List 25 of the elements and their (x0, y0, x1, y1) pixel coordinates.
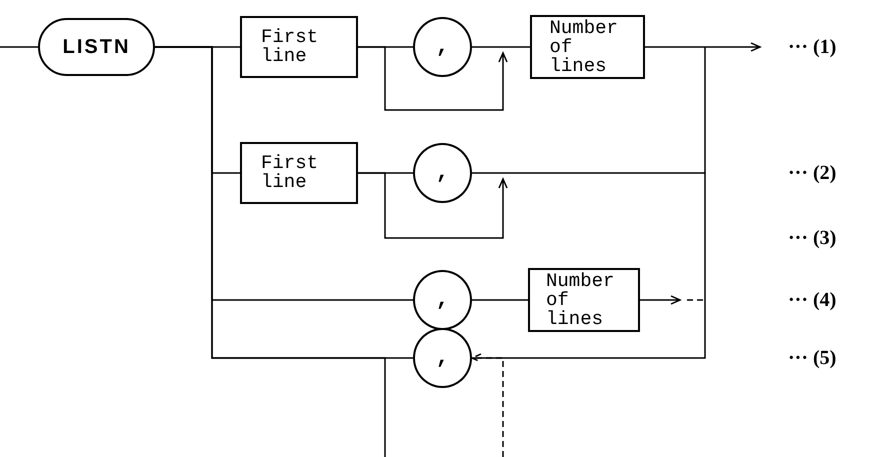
syntax-box: First line (240, 142, 358, 204)
case-number: ··· (2) (788, 163, 836, 183)
connector-line (472, 46, 530, 48)
symbol-circle: , (413, 17, 472, 77)
connector-line (357, 172, 508, 239)
case-number: ··· (3) (788, 228, 836, 248)
connector-line (472, 173, 706, 359)
terminal-pill: LISTN (38, 18, 155, 76)
connector-line (357, 46, 508, 111)
syntax-box: Number of lines (528, 268, 640, 332)
symbol-circle: , (413, 328, 472, 388)
connector-line (472, 299, 528, 301)
syntax-box: First line (240, 16, 358, 78)
connector-line (470, 353, 504, 457)
case-number: ··· (1) (788, 37, 836, 57)
syntax-box: Number of lines (530, 15, 645, 79)
symbol-circle: , (413, 270, 472, 330)
case-number: ··· (4) (788, 290, 836, 310)
connector-line (639, 295, 682, 305)
connector-line (644, 42, 762, 52)
connector-line (155, 46, 386, 457)
connector-line (0, 46, 38, 48)
connector-line (472, 47, 706, 174)
case-number: ··· (5) (788, 348, 836, 368)
symbol-circle: , (413, 143, 472, 203)
